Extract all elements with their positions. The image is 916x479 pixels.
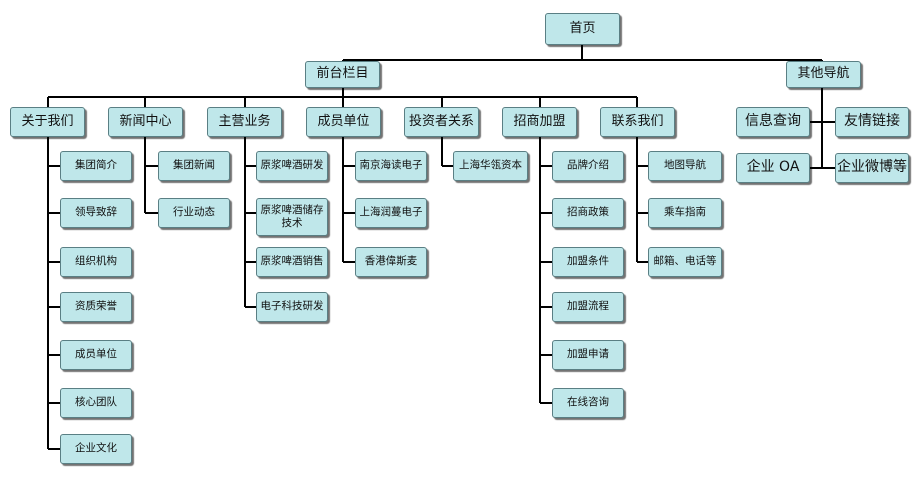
members-item[interactable]: 上海润蔓电子 bbox=[355, 198, 427, 228]
about-item[interactable]: 领导致辞 bbox=[60, 198, 132, 228]
business-item[interactable]: 原浆啤酒储存技术 bbox=[256, 198, 328, 236]
other-nav-item[interactable]: 企业微博等 bbox=[835, 153, 909, 183]
business-item[interactable]: 原浆啤酒销售 bbox=[256, 247, 328, 277]
other-nav-item[interactable]: 企业 OA bbox=[736, 153, 810, 183]
section-investor[interactable]: 投资者关系 bbox=[404, 107, 479, 137]
franchise-item[interactable]: 加盟流程 bbox=[552, 292, 624, 322]
contact-item[interactable]: 地图导航 bbox=[648, 151, 722, 181]
members-item[interactable]: 南京海读电子 bbox=[355, 151, 427, 181]
about-item[interactable]: 集团简介 bbox=[60, 151, 132, 181]
section-news[interactable]: 新闻中心 bbox=[108, 107, 183, 137]
about-item[interactable]: 资质荣誉 bbox=[60, 292, 132, 322]
about-item[interactable]: 成员单位 bbox=[60, 340, 132, 370]
about-item[interactable]: 企业文化 bbox=[60, 434, 132, 464]
section-franchise[interactable]: 招商加盟 bbox=[502, 107, 577, 137]
about-item[interactable]: 核心团队 bbox=[60, 388, 132, 418]
franchise-item[interactable]: 加盟申请 bbox=[552, 340, 624, 370]
section-business[interactable]: 主营业务 bbox=[207, 107, 282, 137]
business-item[interactable]: 原浆啤酒研发 bbox=[256, 151, 328, 181]
section-members[interactable]: 成员单位 bbox=[306, 107, 381, 137]
investor-item[interactable]: 上海华瓴资本 bbox=[453, 151, 528, 181]
section-about[interactable]: 关于我们 bbox=[10, 107, 85, 137]
other-nav-item[interactable]: 友情链接 bbox=[835, 107, 909, 137]
franchise-item[interactable]: 招商政策 bbox=[552, 198, 624, 228]
business-item[interactable]: 电子科技研发 bbox=[256, 292, 328, 322]
members-item[interactable]: 香港偉斯麦 bbox=[355, 247, 427, 277]
news-item[interactable]: 行业动态 bbox=[158, 198, 230, 228]
franchise-item[interactable]: 在线咨询 bbox=[552, 388, 624, 418]
news-item[interactable]: 集团新闻 bbox=[158, 151, 230, 181]
other-nav-item[interactable]: 信息查询 bbox=[736, 107, 810, 137]
other-nav-node[interactable]: 其他导航 bbox=[786, 61, 861, 88]
front-columns-node[interactable]: 前台栏目 bbox=[305, 61, 380, 88]
franchise-item[interactable]: 品牌介绍 bbox=[552, 151, 624, 181]
contact-item[interactable]: 邮箱、电话等 bbox=[648, 247, 722, 277]
section-contact[interactable]: 联系我们 bbox=[600, 107, 675, 137]
contact-item[interactable]: 乘车指南 bbox=[648, 198, 722, 228]
root-node[interactable]: 首页 bbox=[545, 13, 620, 45]
about-item[interactable]: 组织机构 bbox=[60, 247, 132, 277]
franchise-item[interactable]: 加盟条件 bbox=[552, 247, 624, 277]
